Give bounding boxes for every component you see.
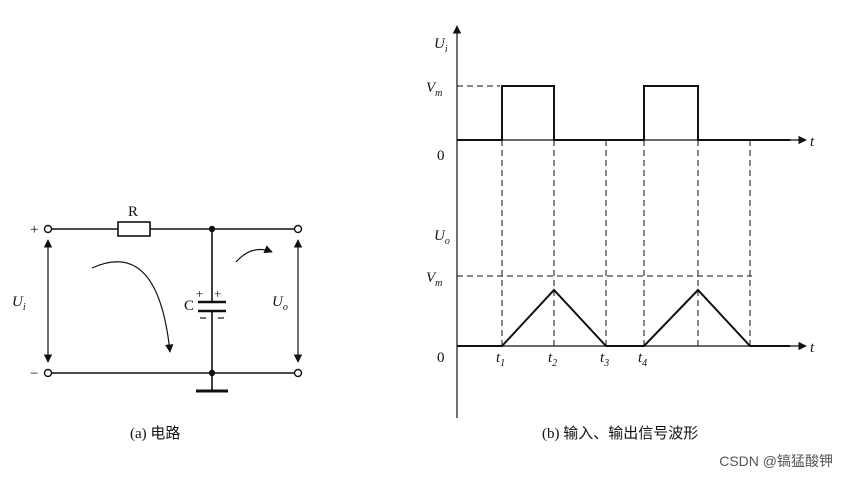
- capacitor-label: C: [184, 298, 194, 314]
- input-voltage-label: Ui: [12, 294, 26, 313]
- circuit-diagram: + − R C + + Ui Uo (a) 电路: [12, 204, 303, 442]
- bottom-axis-label: Uo: [434, 228, 450, 247]
- output-voltage-label: Uo: [272, 294, 288, 313]
- tick-label-t4: t4: [638, 350, 647, 369]
- waveform-caption: (b) 输入、输出信号波形: [542, 425, 698, 442]
- cap-plus-right-label: +: [214, 286, 221, 301]
- output-terminal-bottom: [293, 368, 303, 378]
- circuit-caption: (a) 电路: [130, 425, 180, 442]
- charging-current-arrow: [91, 261, 174, 353]
- bottom-t-axis-label: t: [810, 340, 815, 356]
- minus-label: −: [30, 366, 38, 382]
- input-square-wave: [457, 85, 790, 141]
- input-terminal-top: [43, 224, 53, 234]
- plus-label: +: [30, 222, 38, 238]
- cap-plus-left-label: +: [196, 286, 203, 301]
- top-axis-label: Ui: [434, 36, 448, 55]
- bottom-zero-label: 0: [437, 350, 445, 366]
- output-current-arrow: [235, 245, 273, 263]
- output-terminal-top: [293, 224, 303, 234]
- resistor-label: R: [128, 204, 138, 220]
- top-t-axis-label: t: [810, 134, 815, 150]
- output-triangle-wave: [457, 288, 790, 347]
- top-vm-label: Vm: [426, 80, 442, 99]
- resistor-symbol: [117, 221, 151, 237]
- input-terminal-bottom: [43, 368, 53, 378]
- bottom-vm-label: Vm: [426, 270, 442, 289]
- tick-label-t1: t1: [496, 350, 505, 369]
- tick-label-t3: t3: [600, 350, 609, 369]
- watermark: CSDN @镐猛酸钾: [719, 453, 833, 469]
- waveform-diagram: Ui Uo Vm Vm 0 0 t t t1 t2 t3 t4 (b) 输入、输…: [426, 25, 815, 442]
- top-zero-label: 0: [437, 148, 445, 164]
- tick-label-t2: t2: [548, 350, 557, 369]
